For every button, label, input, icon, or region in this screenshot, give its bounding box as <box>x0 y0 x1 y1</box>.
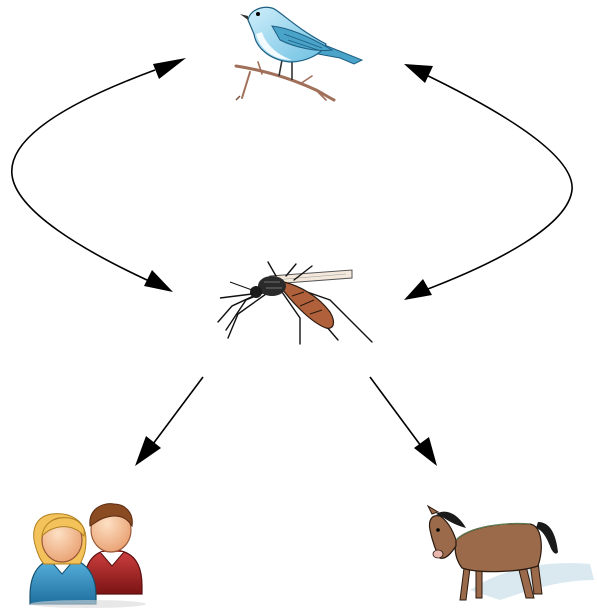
arrowhead-humans <box>135 436 161 466</box>
arrowhead-right-top <box>404 64 433 83</box>
mosquito-icon <box>218 262 372 344</box>
horse-icon <box>428 506 594 600</box>
edge-bird-mosquito-left <box>12 70 160 286</box>
arrows <box>12 58 572 466</box>
arrowhead-right-bottom <box>404 279 432 300</box>
arrowhead-left-bottom <box>144 270 173 292</box>
human-female <box>30 514 96 604</box>
edge-mosquito-horse <box>370 377 424 450</box>
bird-icon <box>236 7 362 100</box>
arrowhead-left-top <box>153 58 186 79</box>
humans-icon <box>30 504 146 608</box>
edge-bird-mosquito-right <box>420 72 572 292</box>
edge-mosquito-humans <box>150 377 203 448</box>
